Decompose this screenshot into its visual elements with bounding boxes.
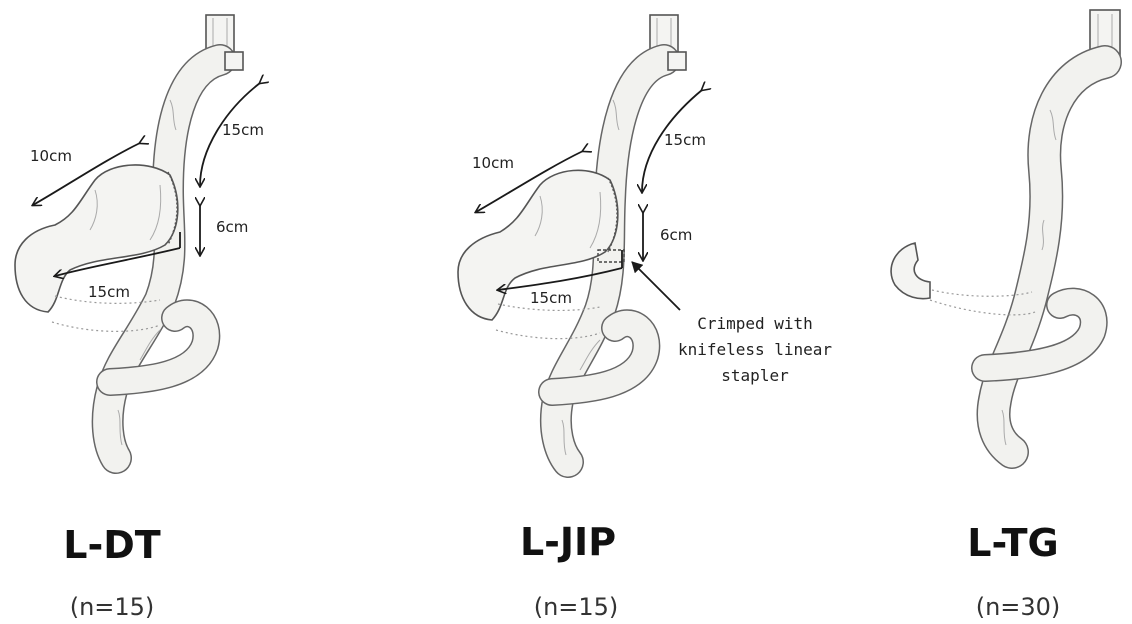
label-interposition-length: 6cm — [216, 218, 248, 236]
label-esophageal-length: 15cm — [222, 121, 264, 139]
panel-title: L-DT — [63, 523, 161, 567]
panel-l-dt: 10cm 15cm 6cm 15cm L-DT (n=15) — [15, 15, 264, 621]
sample-size: (n=15) — [534, 593, 619, 621]
label-upper-length: 10cm — [30, 147, 72, 165]
label-esophageal-length: 15cm — [664, 131, 706, 149]
anatomy-illustration-l-dt — [15, 15, 243, 458]
label-lower-length: 15cm — [530, 289, 572, 307]
annotation-pointer — [632, 262, 680, 310]
annotation-line-1: Crimped with — [697, 314, 813, 333]
label-upper-length: 10cm — [472, 154, 514, 172]
panel-l-tg: L-TG (n=30) — [891, 10, 1120, 621]
annotation-line-3: stapler — [721, 366, 789, 385]
anatomy-illustration-l-tg — [891, 10, 1120, 452]
annotation-line-2: knifeless linear — [678, 340, 832, 359]
sample-size: (n=15) — [70, 593, 155, 621]
label-lower-length: 15cm — [88, 283, 130, 301]
panel-title: L-JIP — [520, 520, 616, 564]
sample-size: (n=30) — [976, 593, 1061, 621]
stapler-annotation: Crimped with knifeless linear stapler — [678, 314, 832, 385]
panel-l-jip: 10cm 15cm 6cm 15cm Crimped with knifeles… — [458, 15, 832, 621]
anatomy-illustration-l-jip — [458, 15, 686, 462]
panel-title: L-TG — [967, 521, 1059, 565]
duodenal-stump — [891, 243, 930, 299]
label-interposition-length: 6cm — [660, 226, 692, 244]
